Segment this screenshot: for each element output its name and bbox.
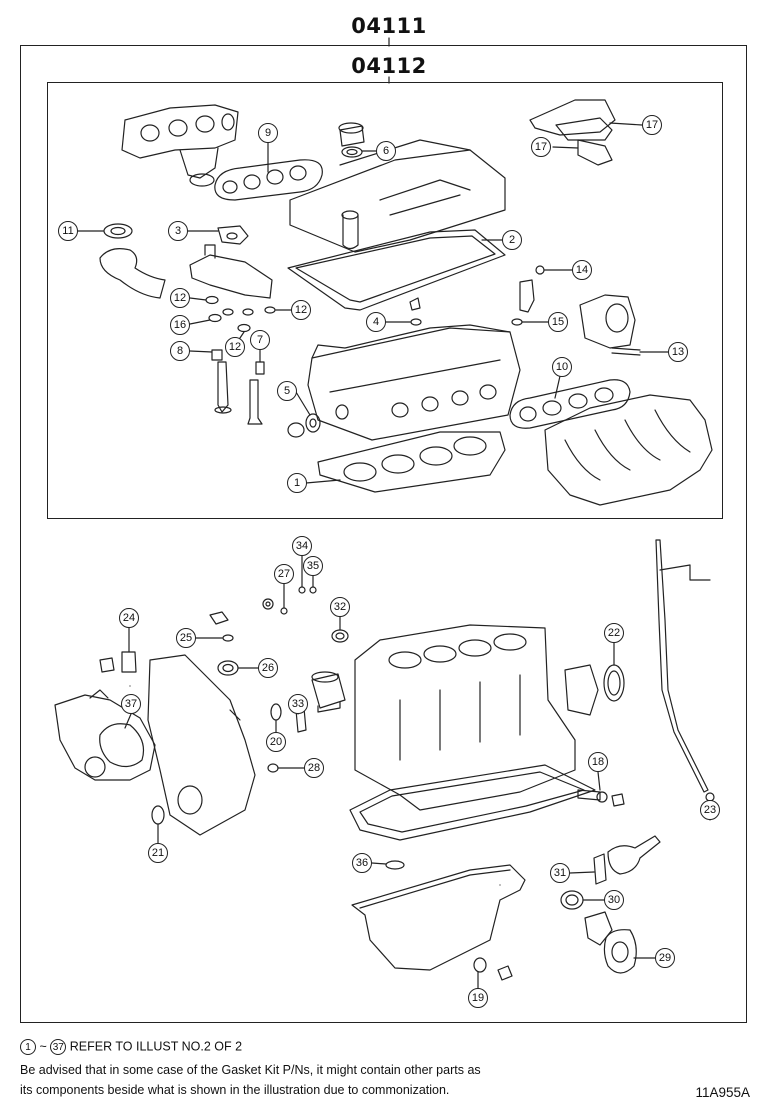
- cylinder-head-gasket: [317, 431, 506, 493]
- range-separator: ~: [39, 1039, 47, 1054]
- timing-chain-cover: [147, 654, 256, 836]
- kit-number-inner: 04112: [351, 54, 427, 78]
- callout-5: 5: [277, 381, 297, 401]
- exhaust-manifold: [121, 104, 239, 187]
- callout-6: 6: [376, 141, 396, 161]
- outer-kit-frame: [20, 45, 747, 1023]
- cylinder-head: [307, 324, 521, 441]
- callout-26: 26: [258, 658, 278, 678]
- callout-12a: 12: [170, 288, 190, 308]
- callout-27: 27: [274, 564, 294, 584]
- callout-8: 8: [170, 341, 190, 361]
- oil-filter: [311, 671, 346, 713]
- cylinder-block: [354, 624, 576, 811]
- callout-18: 18: [588, 752, 608, 772]
- callout-35: 35: [303, 556, 323, 576]
- callout-17a: 17: [642, 115, 662, 135]
- callout-7: 7: [250, 330, 270, 350]
- callout-19: 19: [468, 988, 488, 1008]
- callout-21: 21: [148, 843, 168, 863]
- intake-manifold-gasket: [509, 379, 631, 429]
- callout-28: 28: [304, 758, 324, 778]
- callout-16: 16: [170, 315, 190, 335]
- callout-23: 23: [700, 800, 720, 820]
- callout-32: 32: [330, 597, 350, 617]
- callout-14: 14: [572, 260, 592, 280]
- callout-4: 4: [366, 312, 386, 332]
- inner-kit-frame: [47, 82, 723, 519]
- callout-36: 36: [352, 853, 372, 873]
- callout-3: 3: [168, 221, 188, 241]
- callout-15: 15: [548, 312, 568, 332]
- callout-31: 31: [550, 863, 570, 883]
- callout-12b: 12: [291, 300, 311, 320]
- callout-11: 11: [58, 221, 78, 241]
- callout-13: 13: [668, 342, 688, 362]
- illustration-code: 11A955A: [695, 1085, 750, 1100]
- callout-17b: 17: [531, 137, 551, 157]
- callout-30: 30: [604, 890, 624, 910]
- callout-37: 37: [121, 694, 141, 714]
- callout-29: 29: [655, 948, 675, 968]
- valve-cover-gasket: [287, 229, 506, 311]
- callout-2: 2: [502, 230, 522, 250]
- valve-cover: [289, 139, 506, 253]
- callout-9: 9: [258, 123, 278, 143]
- refer-text: REFER TO ILLUST NO.2 OF 2: [69, 1039, 243, 1054]
- oil-pan: [351, 864, 526, 971]
- advisory-line-2: its components beside what is shown in t…: [20, 1083, 450, 1097]
- refer-note: 1 ~ 37 REFER TO ILLUST NO.2 OF 2: [20, 1039, 242, 1055]
- callout-22: 22: [604, 623, 624, 643]
- intake-manifold: [544, 394, 713, 506]
- callout-25: 25: [176, 628, 196, 648]
- range-end-callout: 37: [50, 1039, 67, 1055]
- advisory-line-1: Be advised that in some case of the Gask…: [20, 1063, 481, 1077]
- callout-24: 24: [119, 608, 139, 628]
- callout-1: 1: [287, 473, 307, 493]
- exhaust-manifold-gasket: [214, 159, 323, 201]
- range-start-callout: 1: [20, 1039, 36, 1055]
- callout-33: 33: [288, 694, 308, 714]
- callout-10: 10: [552, 357, 572, 377]
- callout-12c: 12: [225, 337, 245, 357]
- callout-34: 34: [292, 536, 312, 556]
- callout-20: 20: [266, 732, 286, 752]
- kit-number-outer: 04111: [351, 14, 427, 38]
